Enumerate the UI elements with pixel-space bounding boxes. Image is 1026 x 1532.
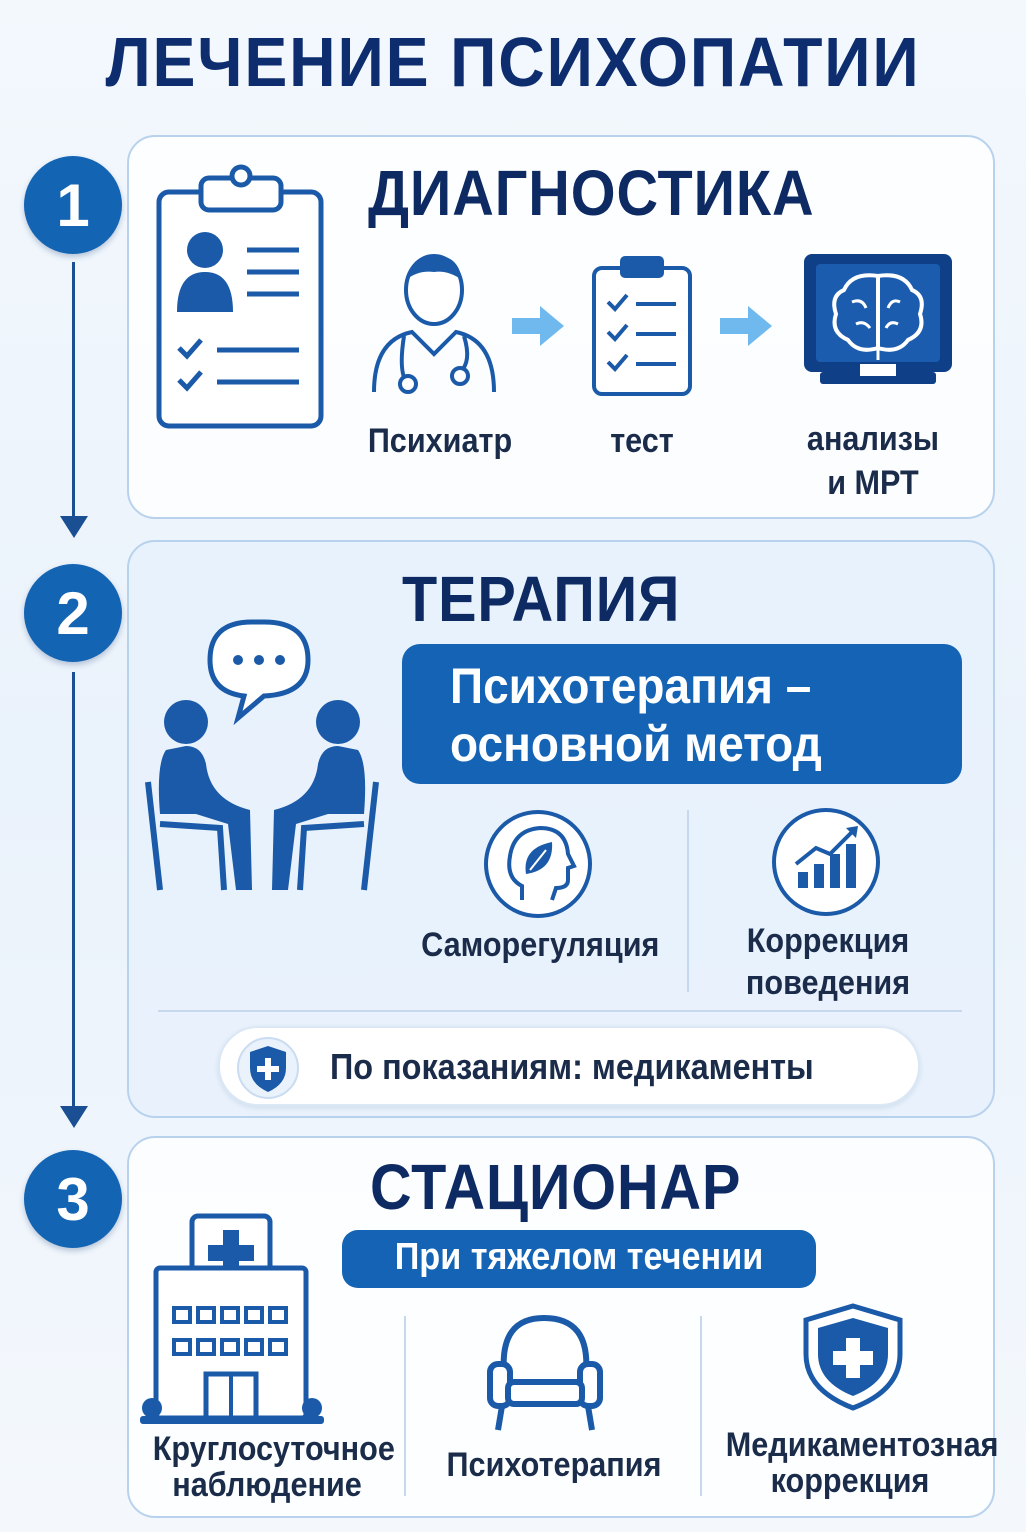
step-title-inpatient: СТАЦИОНАР (370, 1151, 742, 1223)
label-behavior-line1: Коррекция (746, 922, 910, 960)
label-self-regulation: Саморегуляция (421, 926, 660, 964)
timeline-arrow-1 (60, 516, 88, 538)
label-round-the-clock-line2: наблюдение (172, 1466, 362, 1504)
medical-shield-icon (237, 1037, 299, 1099)
arrow-right-icon (720, 306, 772, 346)
psychiatrist-icon (372, 254, 496, 394)
timeline-line-2 (72, 672, 75, 1108)
step-title-therapy: ТЕРАПИЯ (402, 563, 681, 635)
label-psychiatrist: Психиатр (367, 422, 513, 460)
step-badge-3: 3 (24, 1150, 122, 1248)
head-leaf-icon (484, 810, 592, 918)
step-title-diagnostics: ДИАГНОСТИКА (368, 157, 815, 229)
therapy-hr (158, 1010, 962, 1012)
medication-note-text: По показаниям: медикаменты (330, 1046, 814, 1087)
label-analyses-line2: и МРТ (827, 464, 919, 502)
inpatient-divider-1 (404, 1316, 406, 1496)
primary-method-line2: основной метод (450, 716, 822, 772)
medication-note: По показаниям: медикаменты (218, 1026, 920, 1106)
label-analyses-line1: анализы (806, 420, 940, 458)
arrow-right-icon (512, 306, 564, 346)
inpatient-divider-2 (700, 1316, 702, 1496)
primary-method-banner: Психотерапия – основной метод (402, 644, 962, 784)
label-medication-line1: Медикаментозная (725, 1426, 999, 1464)
therapy-conversation-icon (145, 619, 379, 891)
step-badge-1: 1 (24, 156, 122, 254)
label-round-the-clock-line1: Круглосуточное (152, 1430, 395, 1468)
therapy-divider (687, 810, 689, 992)
severe-course-badge: При тяжелом течении (342, 1230, 816, 1288)
step-badge-2: 2 (24, 564, 122, 662)
growth-chart-icon (772, 808, 880, 916)
test-clipboard-icon (592, 256, 692, 396)
brain-mri-icon (804, 254, 952, 384)
timeline-line-1 (72, 262, 75, 518)
label-behavior-line2: поведения (745, 964, 911, 1002)
patient-record-icon (156, 164, 324, 429)
label-test: тест (610, 422, 674, 460)
primary-method-line1: Психотерапия – (450, 658, 812, 714)
label-medication-line2: коррекция (770, 1462, 930, 1500)
page-title: ЛЕЧЕНИЕ ПСИХОПАТИИ (105, 23, 921, 101)
hospital-icon (140, 1213, 324, 1424)
label-psychotherapy: Психотерапия (446, 1446, 662, 1484)
medical-shield-icon (803, 1303, 903, 1411)
armchair-icon (487, 1314, 603, 1431)
timeline-arrow-2 (60, 1106, 88, 1128)
severe-course-text: При тяжелом течении (394, 1236, 764, 1278)
